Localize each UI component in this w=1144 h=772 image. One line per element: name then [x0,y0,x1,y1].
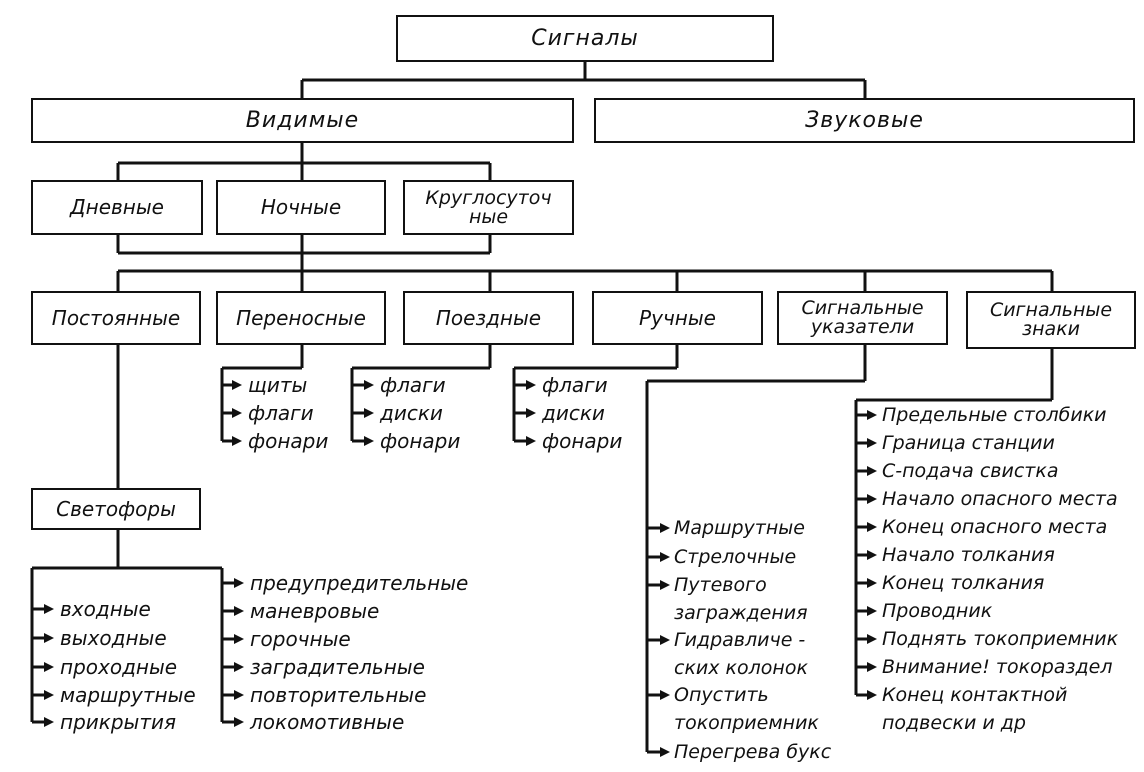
indicator-item: Путевого [674,574,767,596]
indicator-item: Гидравличе - [674,629,806,651]
train-box: Поездные [403,291,574,345]
portable-item: флаги [248,401,314,425]
traffic-lights-box: Светофоры [31,488,201,530]
traffic-light-type: предупредительные [250,571,469,595]
signs-box: Сигнальные знаки [966,291,1136,349]
hand-box: Ручные [592,291,763,345]
indicators-box: Сигнальные указатели [777,291,948,345]
sign-item: Конец толкания [882,572,1045,594]
traffic-light-type: проходные [60,655,178,679]
sign-item: подвески и др [882,712,1026,734]
root-box: Сигналы [396,15,774,62]
permanent-box: Постоянные [31,291,201,345]
indicator-item: ских колонок [674,657,808,679]
indicator-item: токоприемник [674,712,819,734]
traffic-light-type: маршрутные [60,683,196,707]
portable-box: Переносные [216,291,386,345]
sign-item: Граница станции [882,432,1055,454]
day-box: Дневные [31,180,203,235]
sign-item: Начало опасного места [882,488,1118,510]
traffic-light-type: локомотивные [250,710,405,734]
traffic-light-type: прикрытия [60,710,177,734]
indicator-item: Перегрева букс [674,741,832,763]
hand-item: диски [542,401,605,425]
indicator-item: Маршрутные [674,517,805,539]
traffic-light-type: заградительные [250,655,425,679]
indicator-item: Опустить [674,684,769,706]
traffic-light-type: входные [60,597,151,621]
traffic-light-type: повторительные [250,683,427,707]
indicator-item: заграждения [674,602,808,624]
sign-item: Поднять токоприемник [882,628,1119,650]
sign-item: Предельные столбики [882,404,1107,426]
traffic-light-type: горочные [250,627,351,651]
portable-item: фонари [248,429,329,453]
train-item: диски [380,401,443,425]
train-item: флаги [380,373,446,397]
traffic-light-type: маневровые [250,599,380,623]
roundclock-box: Круглосуточ ные [403,180,574,235]
sign-item: Начало толкания [882,544,1055,566]
traffic-light-type: выходные [60,626,167,650]
sound-box: Звуковые [594,98,1135,143]
sign-item: Конец опасного места [882,516,1108,538]
sign-item: Конец контактной [882,684,1068,706]
indicator-item: Стрелочные [674,546,797,568]
hand-item: флаги [542,373,608,397]
hand-item: фонари [542,429,623,453]
night-box: Ночные [216,180,386,235]
sign-item: Внимание! токораздел [882,656,1113,678]
train-item: фонари [380,429,461,453]
sign-item: Проводник [882,600,993,622]
sign-item: С-подача свистка [882,460,1059,482]
visible-box: Видимые [31,98,574,143]
portable-item: щиты [248,373,308,397]
